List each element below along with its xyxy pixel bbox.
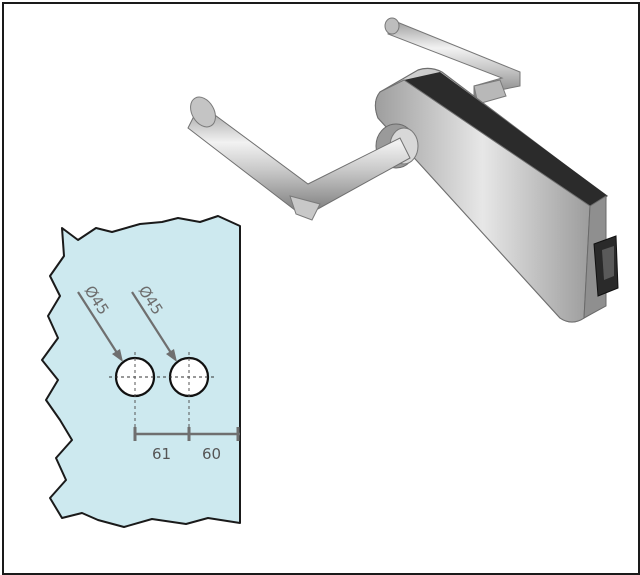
- front-lever-handle: [187, 96, 411, 221]
- hole-spacing-dimension: 61: [152, 445, 171, 463]
- edge-distance-dimension: 60: [202, 445, 221, 463]
- door-handle-illustration: [187, 17, 619, 323]
- dimension-line: [133, 427, 240, 441]
- lock-body: [374, 67, 619, 323]
- hole-1: [109, 352, 161, 432]
- diameter-leader-1: [77, 291, 123, 362]
- hole-2: [163, 352, 215, 432]
- glass-panel-drawing: Ø45 Ø45 61 60: [41, 215, 241, 528]
- diameter-leader-2: [131, 291, 177, 362]
